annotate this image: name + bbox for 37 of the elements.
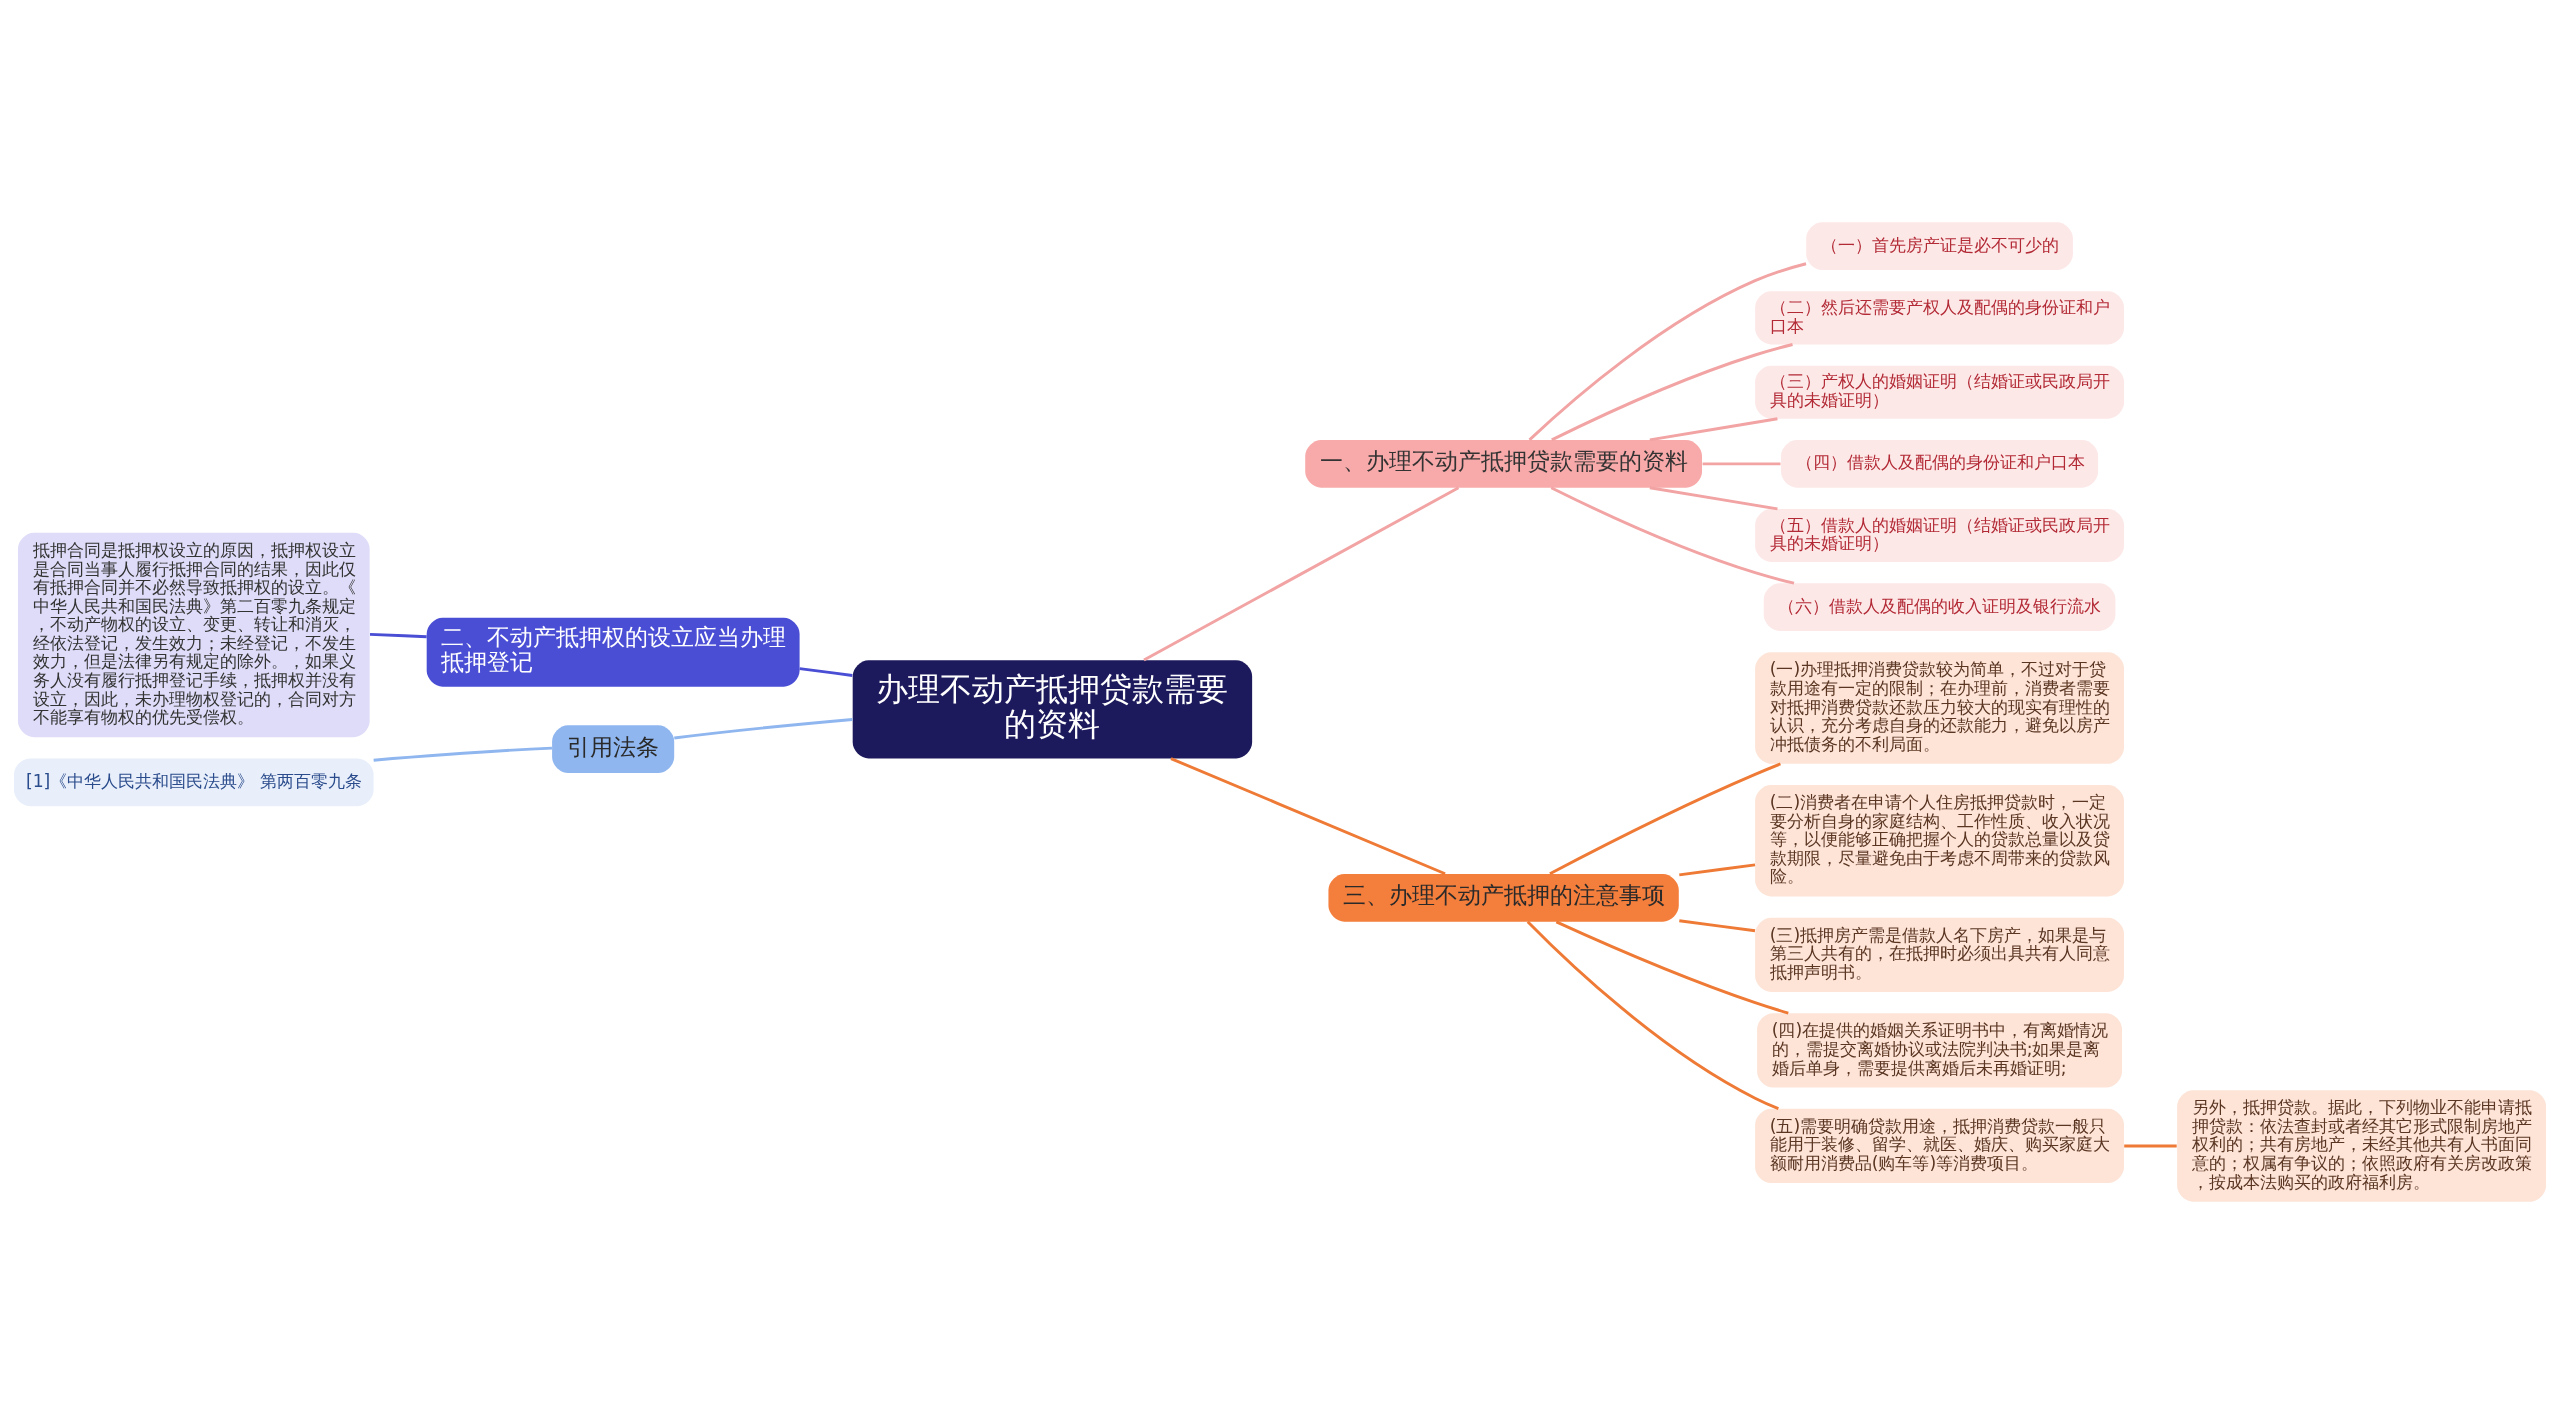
connector — [1549, 762, 1781, 875]
node-box: (三)抵押房产需是借款人名下房产，如果是与第三人共有的，在抵押时必须出具共有人同意抵押声明书。 — [1755, 917, 2124, 992]
connector — [373, 746, 553, 762]
connector — [1170, 756, 1446, 875]
node-box: (五)需要明确贷款用途，抵押消费贷款一般只能用于装修、留学、就医、婚庆、购买家庭大额耐用消费品(购车等)等消费项目。 — [1755, 1108, 2124, 1183]
node-box: 二、不动产抵押权的设立应当办理抵押登记 — [426, 617, 800, 687]
connector — [2124, 1144, 2177, 1147]
connector — [1528, 261, 1807, 441]
node-box: 另外，抵押贷款。据此，下列物业不能申请抵押贷款：依法查封或者经其它形式限制房地产权利的；共有房地产，未经其他共有人书面同意的；权属有争议的；依照政府有关房改政策，按成本法购买的政府福利房。 — [2177, 1089, 2547, 1202]
node-box: （二）然后还需要产权人及配偶的身份证和户口本 — [1755, 290, 2124, 344]
node-box: 抵押合同是抵押权设立的原因，抵押权设立是合同当事人履行抵押合同的结果，因此仅有抵押合同并不必然导致抵押权的设立。《中华人民共和国民法典》第二百零九条规定，不动产物权的设立、变更、转让和消灭，经依法登记，发生效力；未经登记，不发生效力，但是法律另有规定的除外。，如果义务人没有履行抵押登记手续，抵押权并没有设立，因此，未办理物权登记的，合同对方不能享有物权的优先受偿权。 — [17, 532, 370, 737]
node-box: [1]《中华人民共和国民法典》 第两百零九条 — [13, 757, 374, 806]
node-box: （四）借款人及配偶的身份证和户口本 — [1780, 439, 2099, 488]
connector — [1679, 918, 1756, 932]
connector — [1143, 486, 1460, 661]
node-box: 三、办理不动产抵押的注意事项 — [1328, 873, 1679, 922]
connector — [1679, 862, 1756, 876]
node-box: （三）产权人的婚姻证明（结婚证或民政局开具的未婚证明） — [1755, 365, 2124, 419]
node-box: （五）借款人的婚姻证明（结婚证或民政局开具的未婚证明） — [1755, 508, 2124, 562]
connector — [1702, 461, 1781, 465]
node-box: (二)消费者在申请个人住房抵押贷款时，一定要分析自身的家庭结构、工作性质、收入状况等，以便能够正确把握个人的贷款总量以及贷款期限，尽量避免由于考虑不周带来的贷款风险。 — [1755, 784, 2124, 896]
connector — [799, 666, 853, 677]
node-box: （六）借款人及配偶的收入证明及银行流水 — [1763, 582, 2116, 631]
node-box: (一)办理抵押消费贷款较为简单，不过对于贷款用途有一定的限制；在办理前，消费者需要对抵押消费贷款还款压力较大的现实有理性的认识，充分考虑自身的还款能力，避免以房产冲抵债务的不利局面。 — [1755, 651, 2124, 764]
connector — [369, 632, 427, 638]
node-box: (四)在提供的婚姻关系证明书中，有离婚情况的，需提交离婚协议或法院判决书;如果是离婚后单身，需要提供离婚后未再婚证明; — [1757, 1012, 2123, 1088]
connector — [1550, 485, 1795, 585]
connector — [1555, 920, 1789, 1015]
connector — [1649, 416, 1778, 441]
connector — [674, 717, 853, 739]
node-box: 办理不动产抵押贷款需要的资料 — [852, 659, 1253, 758]
node-box: （一）首先房产证是必不可少的 — [1806, 221, 2073, 270]
connector — [1551, 342, 1793, 441]
connector — [1526, 920, 1779, 1110]
node-box: 一、办理不动产抵押贷款需要的资料 — [1305, 439, 1702, 488]
connector — [1649, 485, 1778, 510]
node-box: 引用法条 — [552, 724, 675, 773]
